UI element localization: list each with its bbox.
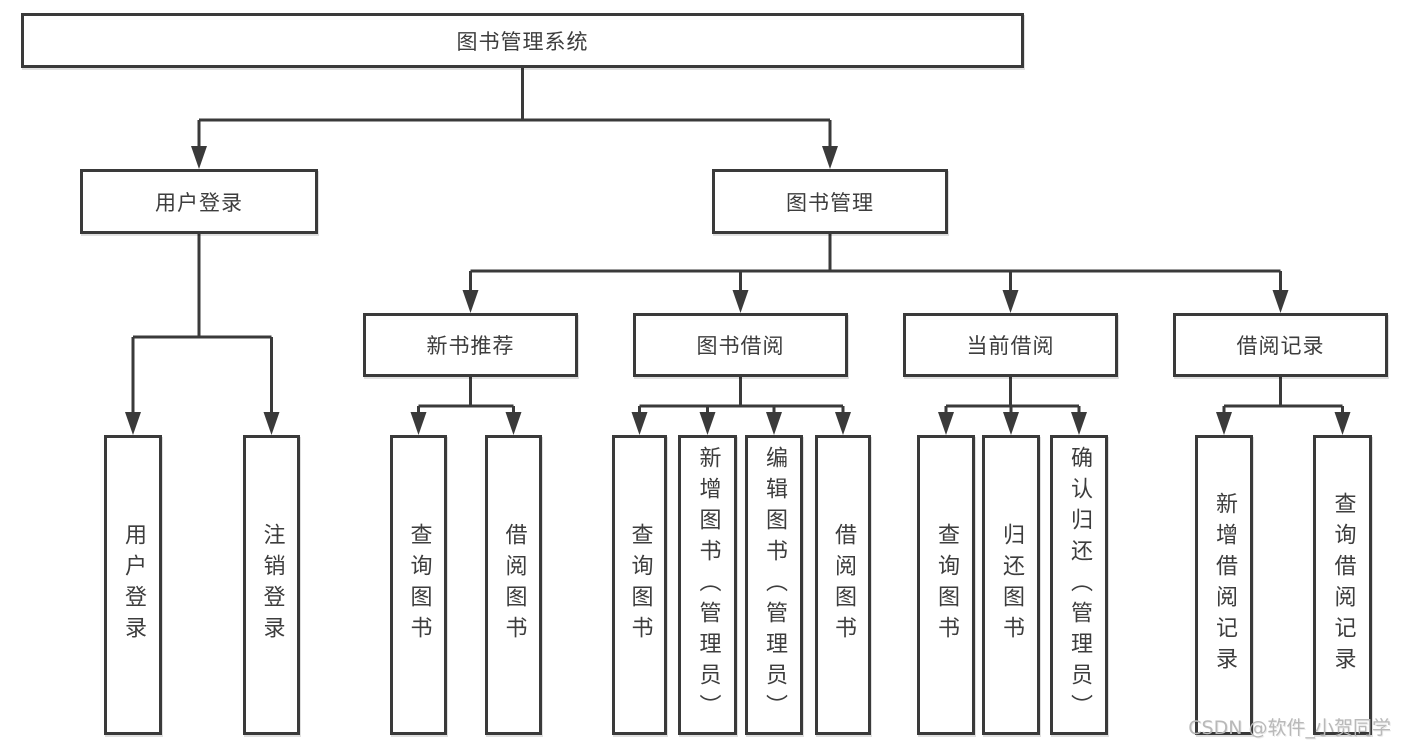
arrow-icon	[1002, 290, 1019, 313]
arrow-icon	[1334, 412, 1351, 435]
leaf-borrow-books: 借阅图书	[815, 435, 871, 735]
arrow-icon	[699, 412, 716, 435]
connector-book-management-fan	[469, 234, 1282, 290]
node-new-book-recommend: 新书推荐	[363, 313, 578, 377]
leaf-confirm-return-admin: 确认归还（管理员）	[1050, 435, 1108, 735]
connector-current-borrow-fan	[944, 377, 1081, 412]
leaf-return-book: 归还图书	[982, 435, 1040, 735]
connector-root-to-level2	[197, 68, 832, 146]
arrow-icon	[1071, 412, 1087, 435]
arrow-icon	[263, 412, 280, 435]
arrow-icon	[505, 412, 522, 435]
arrow-icon	[631, 412, 648, 435]
arrow-icon	[835, 412, 851, 435]
arrow-icon	[938, 412, 954, 435]
leaf-edit-book-admin: 编辑图书（管理员）	[745, 435, 803, 735]
arrow-icon	[125, 412, 141, 435]
node-current-borrow: 当前借阅	[903, 313, 1118, 377]
leaf-query-books-current: 查询图书	[917, 435, 975, 735]
arrow-icon	[766, 412, 782, 435]
connector-borrow-records-fan	[1222, 377, 1344, 412]
arrow-icon	[1003, 412, 1019, 435]
leaf-borrow-books-recommend: 借阅图书	[485, 435, 542, 735]
arrow-icon	[462, 290, 479, 313]
csdn-watermark: CSDN @软件_小贺同学	[1188, 717, 1391, 739]
arrow-icon	[191, 146, 207, 169]
arrow-icon	[1216, 412, 1232, 435]
node-borrow-records: 借阅记录	[1173, 313, 1388, 377]
arrow-icon	[410, 412, 427, 435]
node-root-title: 图书管理系统	[21, 13, 1024, 68]
connector-new-book-fan	[417, 377, 515, 412]
leaf-logout: 注销登录	[243, 435, 300, 735]
leaf-user-login: 用户登录	[104, 435, 162, 735]
connector-user-login-fan	[131, 234, 273, 412]
connector-book-borrow-fan	[638, 377, 845, 412]
leaf-add-book-admin: 新增图书（管理员）	[678, 435, 737, 735]
node-book-borrow: 图书借阅	[633, 313, 848, 377]
leaf-query-borrow-record: 查询借阅记录	[1313, 435, 1372, 735]
arrow-icon	[1272, 290, 1289, 313]
node-user-login: 用户登录	[80, 169, 318, 234]
leaf-query-books-borrow: 查询图书	[612, 435, 667, 735]
leaf-add-borrow-record: 新增借阅记录	[1195, 435, 1253, 735]
arrow-icon	[732, 290, 749, 313]
node-book-management: 图书管理	[712, 169, 948, 234]
arrow-icon	[822, 146, 838, 169]
leaf-query-books-recommend: 查询图书	[390, 435, 447, 735]
